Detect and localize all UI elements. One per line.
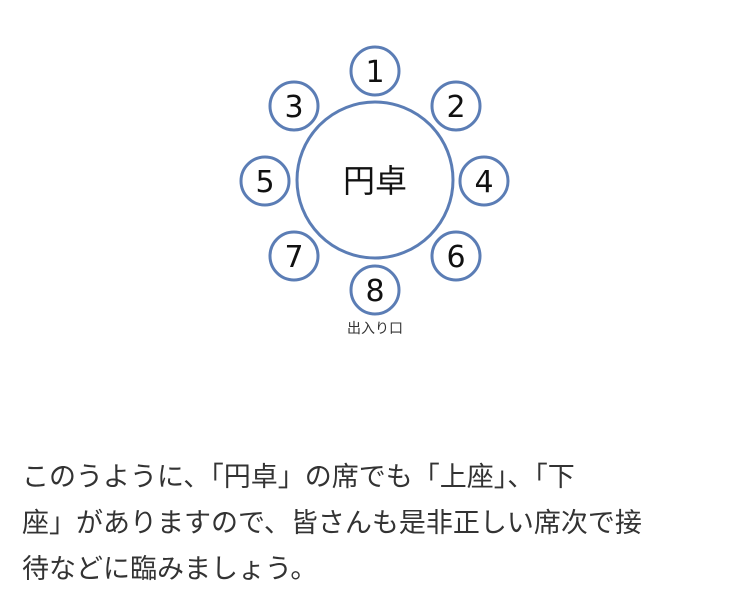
seat-3: 3 bbox=[268, 80, 320, 132]
seat-1: 1 bbox=[349, 45, 401, 97]
seat-number: 8 bbox=[365, 274, 384, 309]
seat-number: 4 bbox=[474, 165, 493, 200]
seat-circle bbox=[268, 80, 320, 132]
seat-number: 7 bbox=[284, 240, 303, 275]
body-paragraph: このうように、「円卓」の席でも「上座」、「下 座」がありますので、皆さんも是非正… bbox=[22, 455, 737, 593]
seat-8: 8 bbox=[349, 264, 401, 316]
seat-circle bbox=[239, 155, 291, 207]
seat-number: 5 bbox=[255, 165, 274, 200]
seat-circle bbox=[430, 80, 482, 132]
seat-circle bbox=[349, 264, 401, 316]
seat-circle bbox=[458, 155, 510, 207]
seat-number: 3 bbox=[284, 90, 303, 125]
paragraph-line: 待などに臨みましょう。 bbox=[22, 554, 318, 585]
seat-circle bbox=[268, 230, 320, 282]
seat-5: 5 bbox=[239, 155, 291, 207]
seat-7: 7 bbox=[268, 230, 320, 282]
seat-number: 2 bbox=[446, 90, 465, 125]
table-label: 円卓 bbox=[343, 162, 407, 200]
seat-number: 6 bbox=[446, 240, 465, 275]
seat-6: 6 bbox=[430, 230, 482, 282]
seat-circle bbox=[430, 230, 482, 282]
paragraph-line: 座」がありますので、皆さんも是非正しい席次で接 bbox=[22, 508, 642, 539]
seat-circle bbox=[349, 45, 401, 97]
entrance-label: 出入り口 bbox=[347, 321, 403, 337]
round-table-seating-diagram: 円卓 1 2 3 4 5 6 7 8 出入り口 bbox=[239, 45, 510, 337]
round-table: 円卓 bbox=[295, 100, 455, 260]
seat-4: 4 bbox=[458, 155, 510, 207]
seat-2: 2 bbox=[430, 80, 482, 132]
seat-number: 1 bbox=[365, 55, 384, 90]
paragraph-line: このうように、「円卓」の席でも「上座」、「下 bbox=[22, 462, 575, 493]
